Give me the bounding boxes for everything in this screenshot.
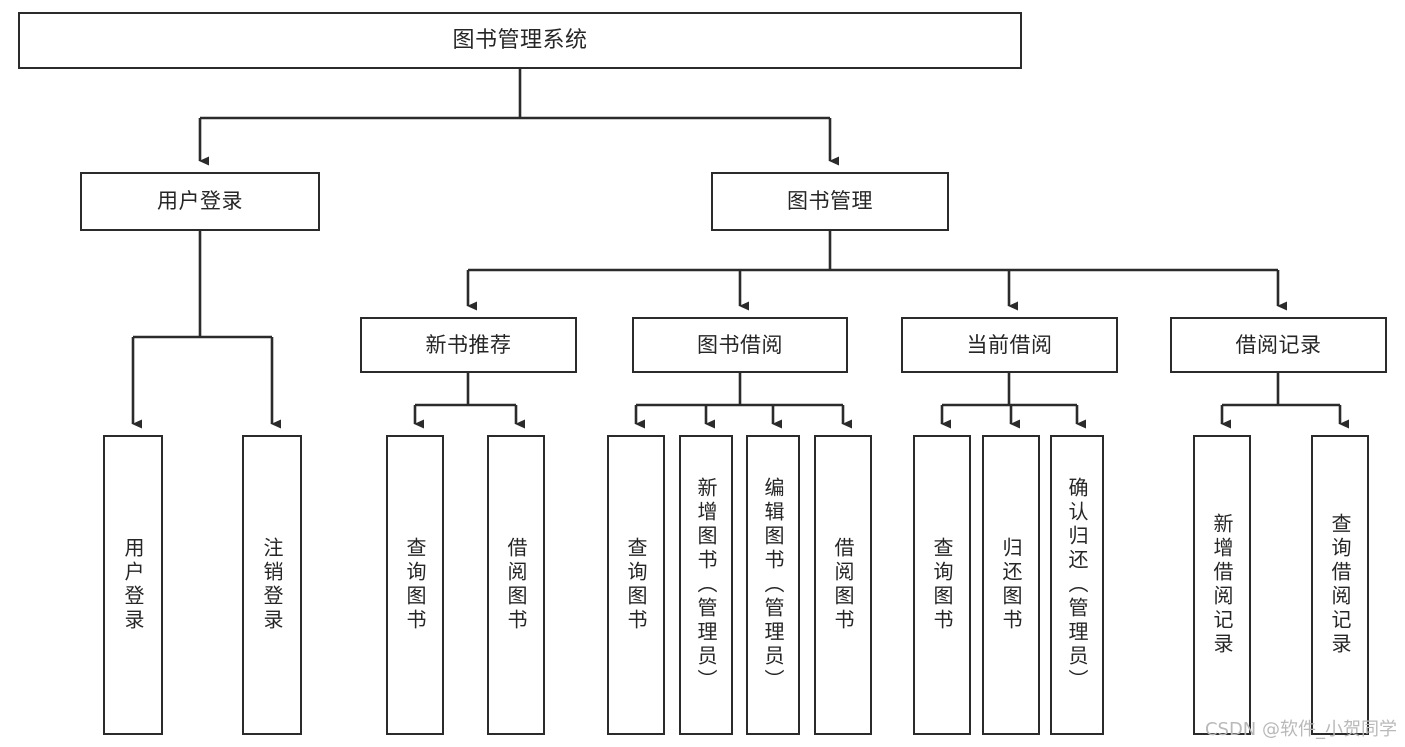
node-leaf-0[interactable]: 用户登录 [103,435,163,735]
node-root[interactable]: 图书管理系统 [18,12,1022,69]
node-label-查询借阅记录: 查询借阅记录 [1328,513,1352,657]
node-label-新增图书管理员: 新增图书（管理员） [694,477,718,693]
node-label-借阅图书: 借阅图书 [831,537,855,633]
node-label-查询图书: 查询图书 [403,537,427,633]
node-level2-1[interactable]: 图书借阅 [632,317,848,373]
node-label-用户登录: 用户登录 [157,189,243,214]
node-leaf-10[interactable]: 确认归还（管理员） [1050,435,1104,735]
node-label-查询图书: 查询图书 [624,537,648,633]
node-label-用户登录: 用户登录 [121,537,145,633]
node-label-新书推荐: 新书推荐 [425,332,512,357]
node-label-借阅记录: 借阅记录 [1235,332,1322,357]
node-level1-0[interactable]: 用户登录 [80,172,320,231]
node-label-当前借阅: 当前借阅 [966,332,1053,357]
node-leaf-6[interactable]: 编辑图书（管理员） [746,435,800,735]
csdn-watermark: CSDN @软件_小贺同学 [1204,719,1397,740]
node-leaf-4[interactable]: 查询图书 [607,435,665,735]
node-leaf-3[interactable]: 借阅图书 [487,435,545,735]
node-label-归还图书: 归还图书 [999,537,1023,633]
node-level2-2[interactable]: 当前借阅 [901,317,1118,373]
node-level2-3[interactable]: 借阅记录 [1170,317,1387,373]
node-label-新增借阅记录: 新增借阅记录 [1210,513,1234,657]
node-level1-1[interactable]: 图书管理 [711,172,949,231]
node-label-图书管理: 图书管理 [787,189,873,214]
node-label-编辑图书管理员: 编辑图书（管理员） [761,477,785,693]
node-leaf-2[interactable]: 查询图书 [386,435,444,735]
node-leaf-9[interactable]: 归还图书 [982,435,1040,735]
node-label-查询图书: 查询图书 [930,537,954,633]
node-level2-0[interactable]: 新书推荐 [360,317,577,373]
node-leaf-8[interactable]: 查询图书 [913,435,971,735]
node-label-图书管理系统: 图书管理系统 [452,27,588,53]
node-label-图书借阅: 图书借阅 [697,332,783,357]
node-label-注销登录: 注销登录 [260,537,284,633]
node-leaf-11[interactable]: 新增借阅记录 [1193,435,1251,735]
node-leaf-1[interactable]: 注销登录 [242,435,302,735]
node-leaf-5[interactable]: 新增图书（管理员） [679,435,733,735]
node-leaf-7[interactable]: 借阅图书 [814,435,872,735]
node-label-确认归还管理员: 确认归还（管理员） [1065,477,1089,693]
node-label-借阅图书: 借阅图书 [504,537,528,633]
node-leaf-12[interactable]: 查询借阅记录 [1311,435,1369,735]
